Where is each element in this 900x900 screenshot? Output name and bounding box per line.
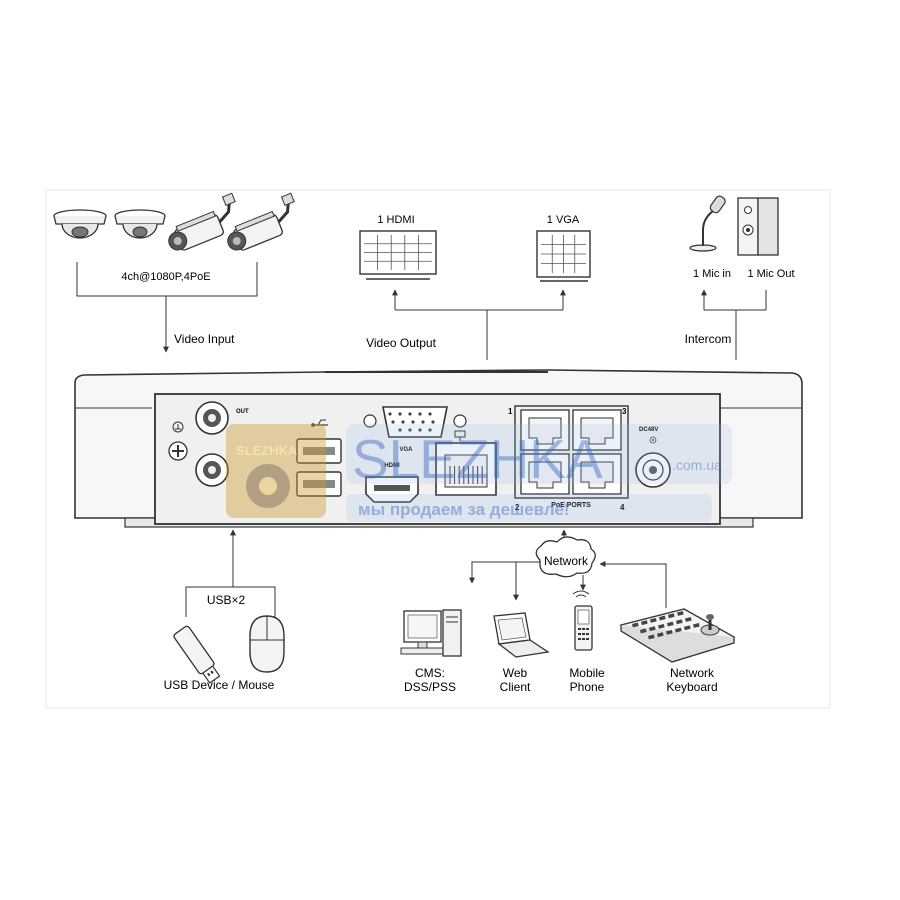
hdmi-monitor-label: 1 HDMI bbox=[377, 214, 414, 226]
usb-icon bbox=[311, 419, 328, 427]
power-polarity-icon bbox=[649, 436, 657, 444]
poe-port-2[interactable] bbox=[572, 409, 622, 451]
web-client-label-line2: Client bbox=[500, 680, 531, 694]
audio-in-jack[interactable] bbox=[195, 453, 229, 487]
cms-label-line2: DSS/PSS bbox=[404, 680, 456, 694]
poe-port-4[interactable] bbox=[572, 453, 622, 495]
poe-port-1[interactable] bbox=[520, 409, 570, 451]
intercom-caption: Intercom bbox=[685, 332, 732, 346]
usb-bracket-line bbox=[185, 586, 276, 617]
desktop-pc-icon bbox=[400, 609, 462, 657]
mouse-icon bbox=[249, 615, 285, 673]
vga-port-label: VGA bbox=[399, 447, 413, 453]
cms-label-line1: CMS: bbox=[415, 666, 445, 680]
vga-port[interactable] bbox=[363, 406, 467, 438]
hdmi-port-label: HDMI bbox=[384, 463, 400, 469]
network-keyboard-icon bbox=[619, 608, 736, 663]
video-input-caption: Video Input bbox=[174, 332, 235, 346]
watermark: SLEZHKA SLEZHKA .com.ua мы продаем за де… bbox=[226, 424, 732, 522]
keyboard-to-network-arrow bbox=[599, 561, 667, 608]
watermark-logo-icon: SLEZHKA bbox=[226, 424, 326, 518]
mobile-phone-icon bbox=[572, 590, 593, 651]
dome-camera-icon bbox=[114, 209, 166, 239]
audio-out-jack[interactable] bbox=[195, 401, 229, 435]
watermark-brand: SLEZHKA bbox=[352, 428, 603, 490]
mobile-label-line1: Mobile bbox=[569, 666, 605, 680]
poe-number-4: 4 bbox=[620, 503, 625, 512]
network-cloud-icon bbox=[535, 536, 596, 578]
lan-port[interactable] bbox=[435, 442, 497, 496]
watermark-domain: .com.ua bbox=[672, 457, 722, 473]
vga-monitor-label: 1 VGA bbox=[547, 214, 580, 226]
mobile-label-line2: Phone bbox=[570, 680, 605, 694]
poe-ports-label: PoE PORTS bbox=[551, 502, 591, 509]
poe-number-1: 1 bbox=[508, 407, 513, 416]
usb-stick-icon bbox=[173, 625, 221, 684]
bullet-camera-icon bbox=[168, 192, 236, 251]
keyboard-label-line2: Keyboard bbox=[666, 680, 717, 694]
diagram-frame bbox=[45, 189, 831, 709]
poe-number-3: 3 bbox=[622, 407, 627, 416]
ground-screw-icon bbox=[168, 441, 188, 461]
poe-number-2: 2 bbox=[515, 503, 520, 512]
power-connector[interactable] bbox=[635, 452, 671, 488]
hdmi-port[interactable] bbox=[365, 476, 419, 503]
power-label: DC48V bbox=[639, 427, 658, 433]
web-client-label-line1: Web bbox=[503, 666, 528, 680]
video-output-caption: Video Output bbox=[366, 336, 436, 350]
camera-spec-label: 4ch@1080P,4PoE bbox=[121, 271, 210, 283]
poe-port-3[interactable] bbox=[520, 453, 570, 495]
mic-in-label: 1 Mic in bbox=[693, 268, 731, 280]
keyboard-label-line1: Network bbox=[670, 666, 715, 680]
audio-out-label: OUT bbox=[236, 409, 249, 415]
watermark-logo-text: SLEZHKA bbox=[236, 443, 298, 458]
cameras-group bbox=[53, 192, 295, 251]
watermark-tagline: мы продаем за дешевле! bbox=[358, 500, 570, 519]
camera-bracket-line bbox=[76, 262, 258, 297]
bullet-camera-icon bbox=[227, 192, 295, 251]
network-cloud-label: Network bbox=[544, 554, 589, 568]
usb-count-label: USB×2 bbox=[207, 593, 246, 607]
hdmi-monitor-icon bbox=[359, 230, 437, 280]
dome-camera-icon bbox=[53, 209, 107, 239]
mic-out-label: 1 Mic Out bbox=[747, 268, 794, 280]
network-icon bbox=[454, 430, 466, 441]
usb-devices-caption: USB Device / Mouse bbox=[164, 678, 275, 692]
laptop-icon bbox=[493, 612, 550, 658]
poe-ports-frame bbox=[514, 405, 629, 499]
speaker-icon bbox=[737, 197, 779, 256]
microphone-icon bbox=[689, 195, 726, 252]
vga-monitor-icon bbox=[536, 230, 591, 282]
network-to-cms-arrow bbox=[469, 561, 540, 584]
ground-icon bbox=[172, 421, 184, 433]
